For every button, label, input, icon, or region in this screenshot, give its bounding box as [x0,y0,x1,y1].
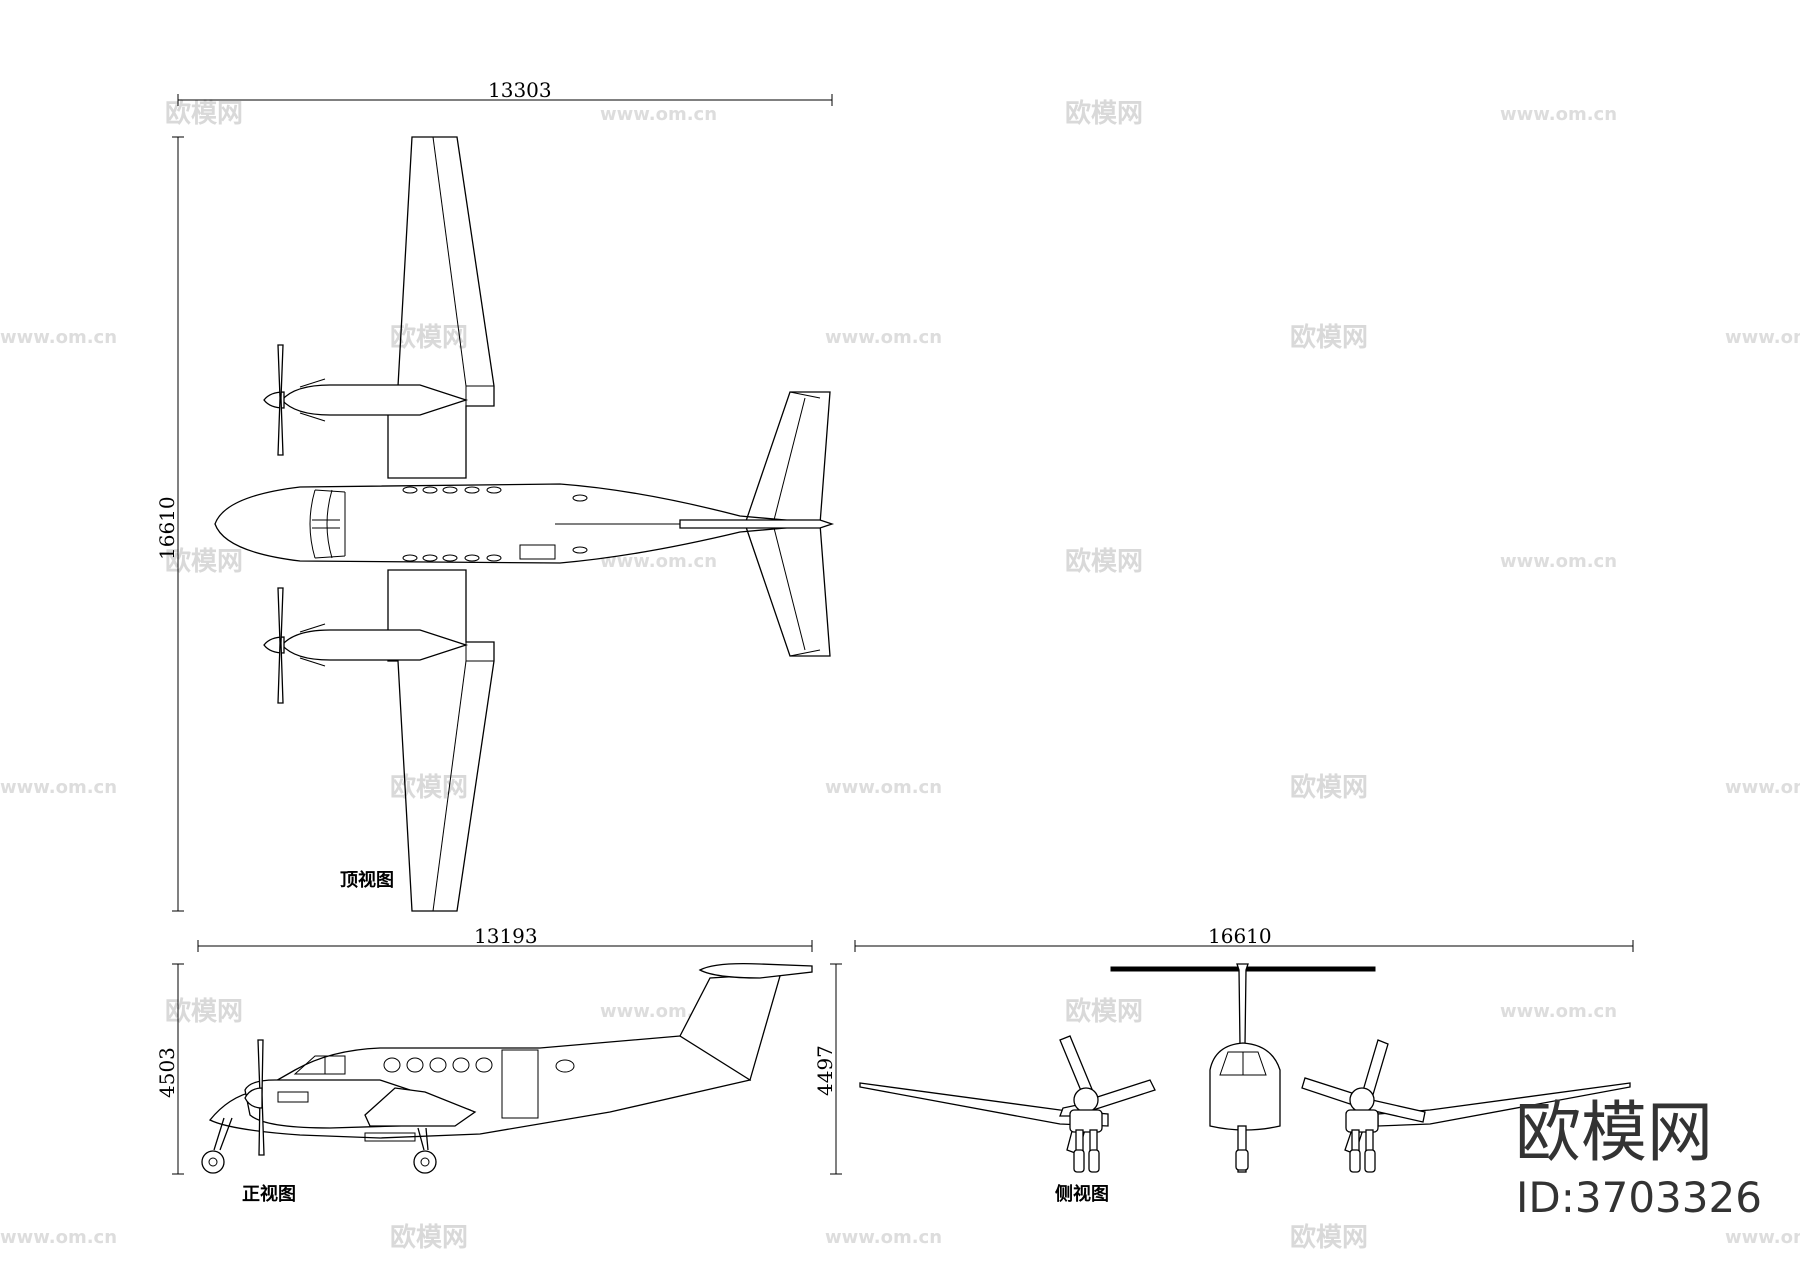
right-prop-blade [1301,1077,1356,1105]
watermark-text: 欧模网 [1065,98,1143,129]
watermark-text: 欧模网 [165,98,243,129]
watermark-layer: 欧模网 www.om.cn 欧模网 www.om.cn www.om.cn 欧模… [0,98,1800,1253]
frontal-windshield [1219,1051,1267,1076]
watermark-url: www.om.cn [600,551,717,572]
dimension-front-width-value: 13193 [474,924,538,948]
frontal-fuselage [1209,1042,1281,1131]
watermark-url: www.om.cn [600,104,717,125]
watermark-url: www.om.cn [0,777,117,798]
t-tail-stabilizer [698,962,813,979]
frontal-fin [1236,963,1249,1046]
dimension-top-height: 16610 [155,136,184,912]
watermark-text: 欧模网 [390,322,468,353]
lower-spinner [263,636,285,654]
profile-wing [364,1087,477,1127]
main-wheel [413,1150,437,1174]
dimension-side-height-value: 4497 [813,1045,837,1096]
frontal-nose-gear [1237,1125,1247,1173]
dimension-front-width: 13193 [197,924,813,952]
brand-id-text: ID:3703326 [1516,1173,1762,1222]
upper-nacelle [281,384,469,416]
front-view: 13193 4503 [155,924,813,1205]
upper-stabilizer [744,391,831,525]
watermark-url: www.om.cn [1500,1001,1617,1022]
dimension-side-width: 16610 [854,924,1634,952]
brand-block: 欧模网 ID:3703326 [1515,1094,1762,1222]
watermark-text: 欧模网 [1065,546,1143,577]
watermark-url: www.om.cn [1725,1227,1800,1248]
lower-nacelle [281,629,469,661]
watermark-url: www.om.cn [1725,777,1800,798]
brand-logo-text: 欧模网 [1515,1094,1713,1171]
lower-stabilizer [744,523,831,657]
dimension-top-height-value: 16610 [155,496,179,560]
upper-wing [387,136,495,479]
frontal-left-engine [1059,1035,1156,1173]
watermark-url: www.om.cn [825,1227,942,1248]
profile-intake [277,1091,309,1103]
watermark-text: 欧模网 [390,772,468,803]
front-view-label: 正视图 [242,1183,296,1205]
right-spinner [1349,1087,1375,1113]
upper-propeller [277,344,284,456]
profile-door [501,1049,539,1119]
frontal-right-engine [1301,1039,1426,1173]
dimension-top-width: 13303 [177,78,833,106]
watermark-url: www.om.cn [825,327,942,348]
lower-wing [387,569,495,912]
watermark-text: 欧模网 [1290,322,1368,353]
cockpit [309,489,346,559]
watermark-url: www.om.cn [600,1001,717,1022]
profile-windows [383,1057,575,1073]
left-spinner [1073,1087,1099,1113]
nose-wheel [201,1150,225,1174]
side-view-label: 侧视图 [1055,1183,1109,1205]
top-windows [402,486,588,562]
watermark-text: 欧模网 [390,1222,468,1253]
watermark-url: www.om.cn [1500,104,1617,125]
profile-cockpit-window [293,1055,346,1075]
watermark-text: 欧模网 [1290,772,1368,803]
dimension-side-height: 4497 [813,963,842,1175]
watermark-url: www.om.cn [0,327,117,348]
tail-cone [679,519,835,529]
watermark-text: 欧模网 [1065,996,1143,1027]
lower-propeller [277,587,284,704]
top-view-label: 顶视图 [340,869,394,891]
watermark-text: 欧模网 [165,996,243,1027]
watermark-url: www.om.cn [1725,327,1800,348]
cargo-door [519,544,556,560]
side-view: 16610 4497 [813,924,1634,1205]
watermark-text: 欧模网 [1290,1222,1368,1253]
watermark-url: www.om.cn [0,1227,117,1248]
frontal-left-wing [859,1082,1109,1127]
upper-spinner [263,391,285,409]
dimension-front-height-value: 4503 [155,1047,179,1098]
dimension-front-height: 4503 [155,963,184,1175]
dimension-top-width-value: 13303 [488,78,552,102]
profile-spinner [244,1087,263,1109]
top-view: 13303 16610 [155,78,835,912]
watermark-url: www.om.cn [1500,551,1617,572]
dimension-side-width-value: 16610 [1208,924,1272,948]
watermark-url: www.om.cn [825,777,942,798]
